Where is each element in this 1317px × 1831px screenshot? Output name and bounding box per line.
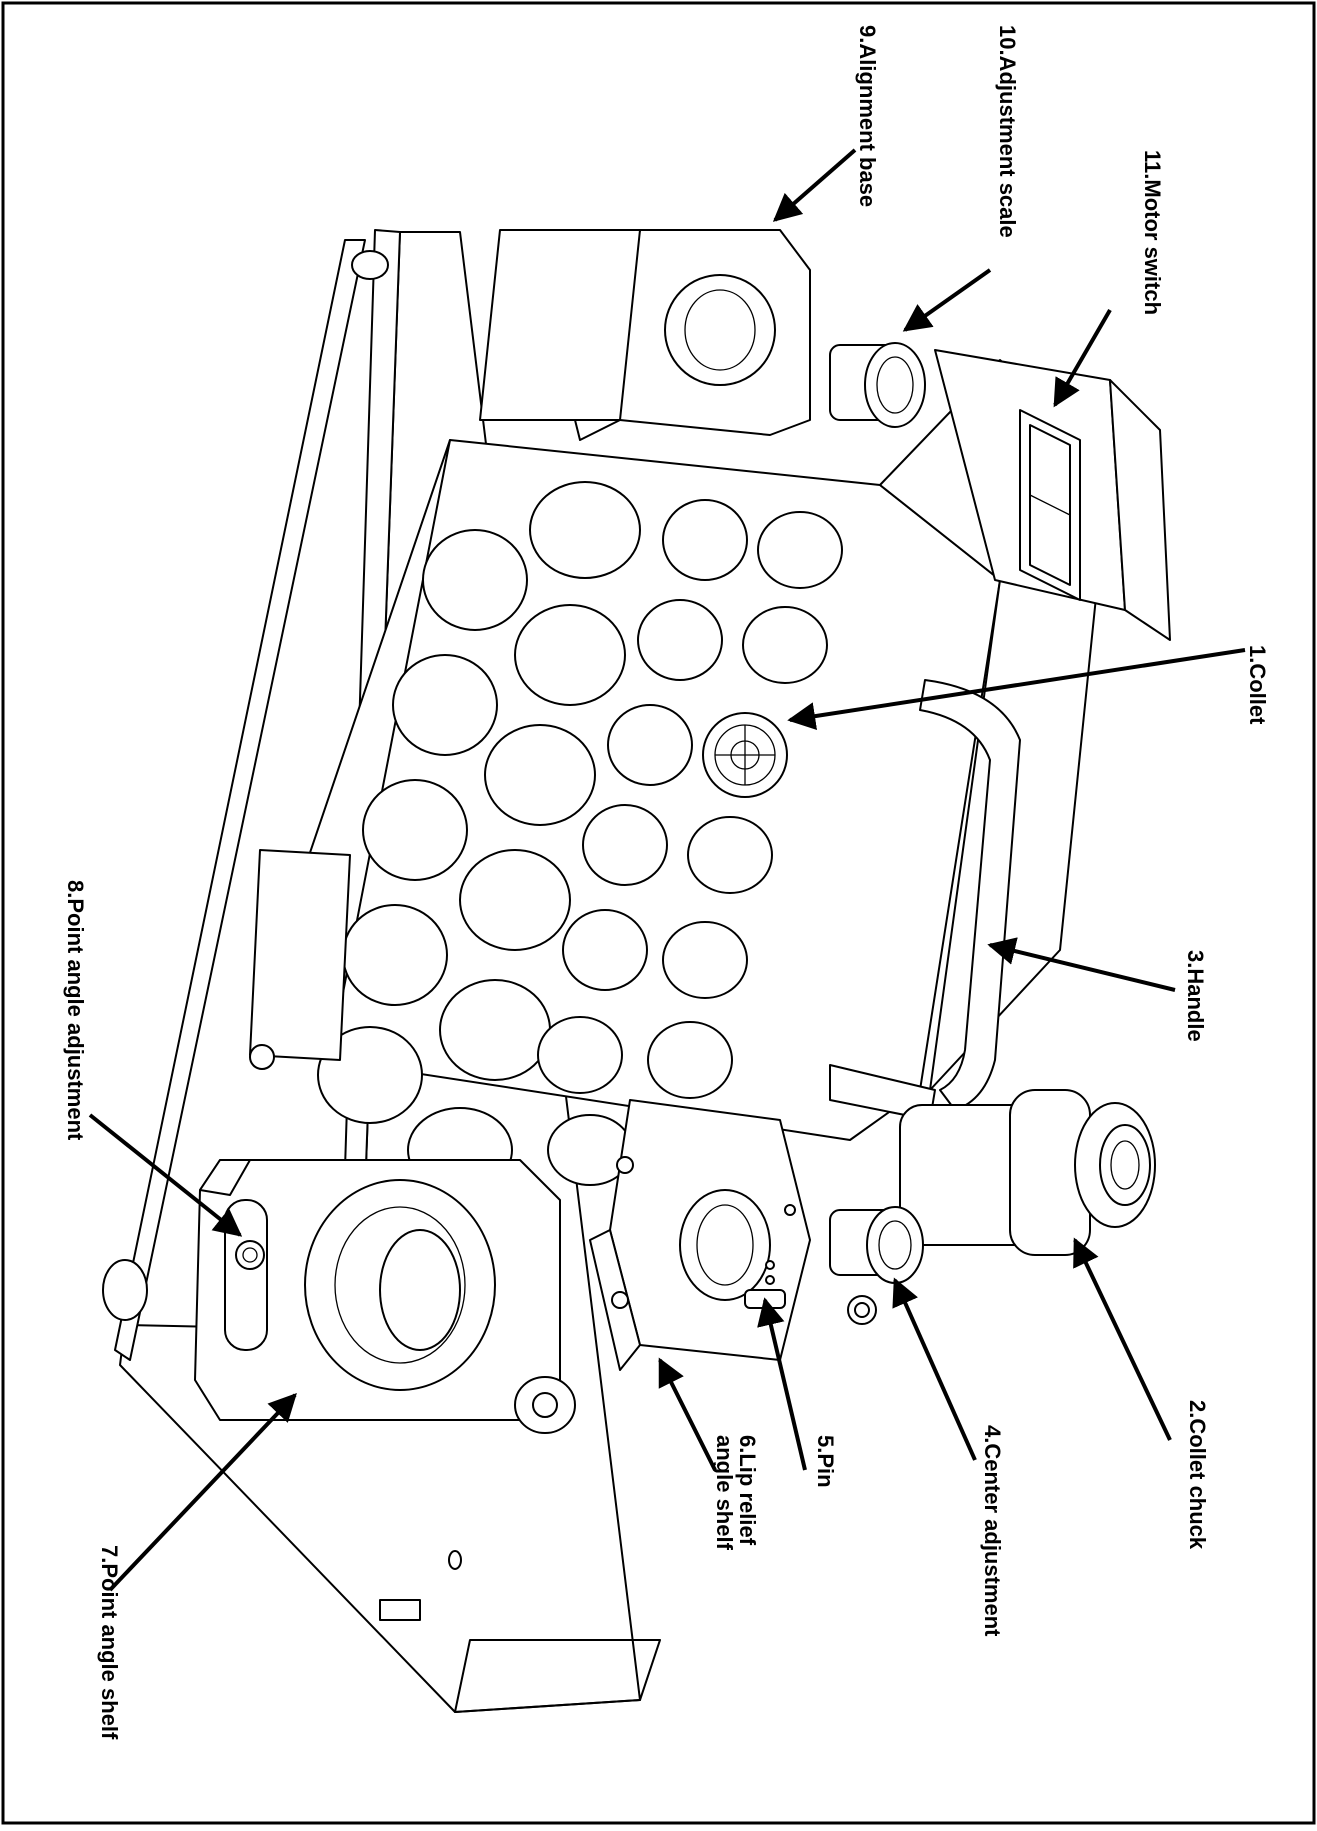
arrow-motor-switch: [1053, 308, 1112, 408]
label-alignment-base: 9.Alignment base: [855, 25, 880, 207]
arrow-collet: [787, 648, 1246, 731]
left-bracket: [249, 849, 351, 1070]
label-adjustment-scale: 10.Adjustment scale: [995, 25, 1020, 238]
collet-chuck-part: [899, 1089, 1156, 1256]
arrow-handle: [987, 937, 1176, 992]
motor-switch-part: [1019, 409, 1081, 601]
label-collet-chuck: 2.Collet chuck: [1185, 1400, 1210, 1550]
point-angle-adjust-part: [224, 1199, 268, 1351]
adjustment-scale-knob: [829, 342, 926, 428]
label-collet: 1.Collet: [1245, 645, 1270, 725]
arrow-point-angle-adjust: [88, 1113, 243, 1237]
label-lip-relief: 6.Lip relief: [735, 1435, 760, 1546]
label-handle: 3.Handle: [1183, 950, 1208, 1042]
arrow-pin: [757, 1297, 807, 1471]
label-motor-switch: 11.Motor switch: [1140, 150, 1165, 315]
label-center-adjustment: 4.Center adjustment: [980, 1425, 1005, 1637]
alignment-base-part: [479, 229, 811, 441]
arrow-point-angle-shelf: [108, 1392, 297, 1592]
label-lip-relief-line2: angle shelf: [712, 1435, 737, 1551]
label-point-angle-adjustment: 8.Point angle adjustment: [63, 880, 88, 1141]
machine-drawing: [102, 229, 1171, 1713]
label-pin: 5.Pin: [813, 1435, 838, 1488]
lip-relief-shelf-part: [589, 1099, 811, 1371]
callout-arrows: [88, 148, 1246, 1592]
arrow-center-adjustment: [892, 1277, 977, 1461]
arrow-lip-relief: [658, 1357, 717, 1471]
arrow-alignment-base: [772, 148, 857, 222]
collet-part: [702, 712, 788, 798]
label-point-angle-shelf: 7.Point angle shelf: [97, 1545, 122, 1740]
center-adjustment-knob: [829, 1206, 924, 1284]
arrow-collet-chuck: [1073, 1237, 1172, 1441]
arrow-adjustment-scale: [902, 268, 992, 332]
point-angle-shelf-part: [194, 1159, 576, 1434]
callout-labels: 1.Collet 2.Collet chuck 3.Handle 4.Cente…: [63, 25, 1270, 1740]
